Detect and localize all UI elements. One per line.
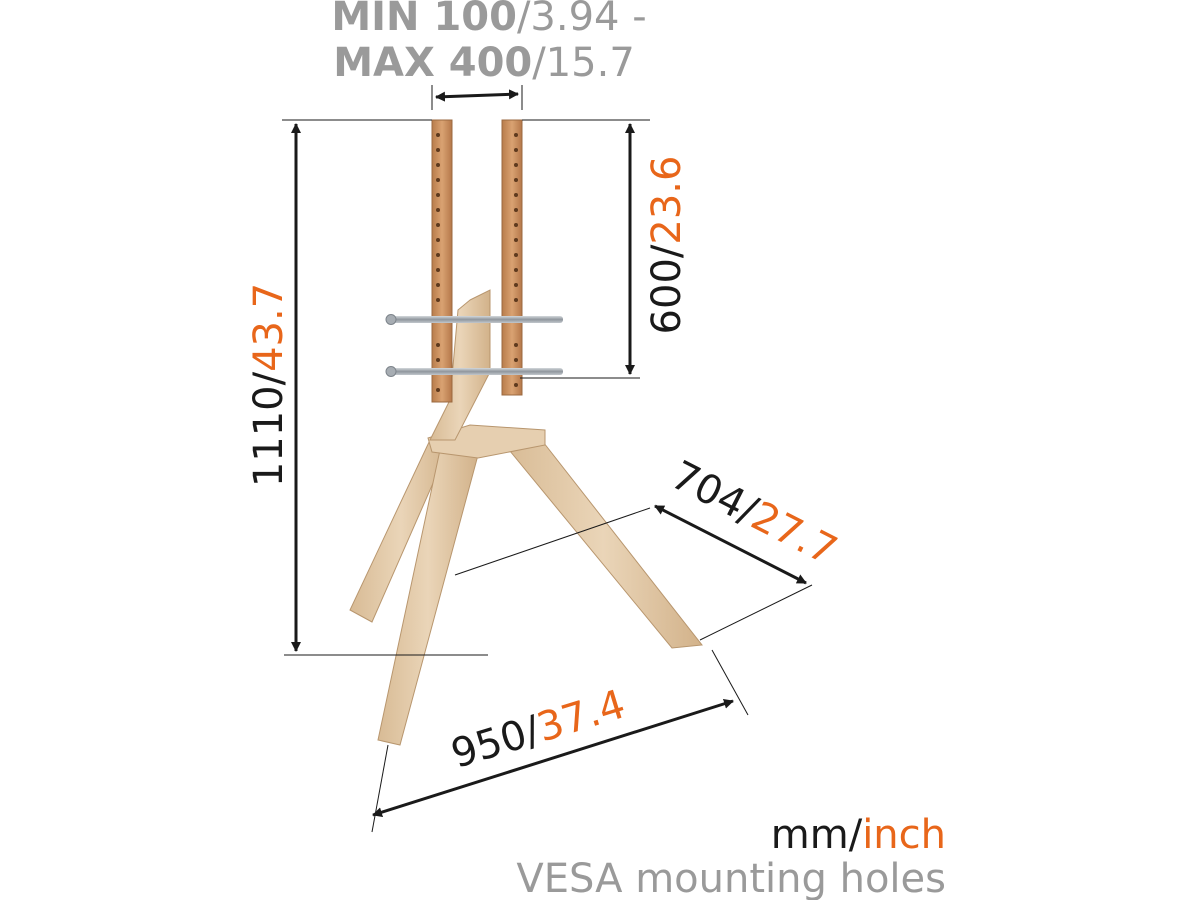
right-leg	[504, 437, 703, 649]
lower-rod	[388, 368, 563, 375]
right-vesa-bracket	[501, 119, 523, 396]
unit-legend: mm/inch	[771, 812, 946, 858]
overall-height-label: 1110/43.7	[246, 283, 292, 487]
vesa-range-arrow	[435, 89, 519, 102]
dimension-lines	[282, 85, 813, 833]
bracket-height-label: 600/23.6	[644, 156, 690, 335]
width-arrow	[372, 698, 734, 818]
central-upright	[429, 289, 491, 441]
vesa-note: VESA mounting holes	[516, 856, 946, 900]
vesa-range-line2: MAX 400/15.7	[333, 40, 635, 86]
stand-illustration	[349, 119, 703, 746]
right-bracket-holes	[514, 133, 518, 387]
left-vesa-bracket	[431, 119, 453, 403]
depth-arrow	[654, 504, 807, 585]
upper-rod	[388, 316, 563, 323]
vesa-range-line1: MIN 100/3.94 -	[331, 0, 646, 40]
left-bracket-holes	[436, 133, 440, 392]
